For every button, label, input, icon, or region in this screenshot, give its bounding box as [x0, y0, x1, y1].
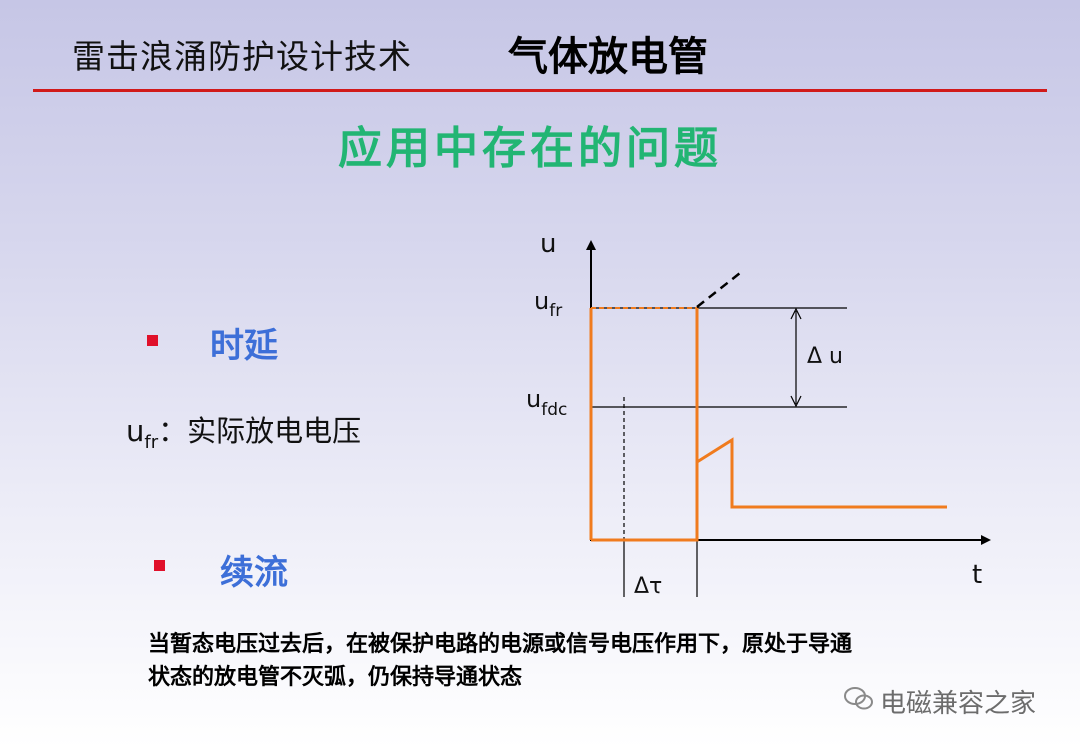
- slide-subtitle: 应用中存在的问题: [338, 123, 722, 174]
- header-right-title: 气体放电管: [508, 33, 708, 80]
- header-divider: [33, 89, 1047, 92]
- header-left-title: 雷击浪涌防护设计技术: [72, 37, 412, 76]
- discharge-waveform-diagram: u t ufr ufdc Δ u Δτ: [526, 229, 991, 599]
- ufr-dashed-extension: [696, 272, 741, 308]
- voltage-waveform: [589, 308, 947, 542]
- definition-text: ：实际放电电压: [158, 414, 362, 448]
- delta-tau-label: Δτ: [634, 574, 662, 599]
- ufdc-label-sub: fdc: [541, 400, 567, 420]
- bullet-marker: [154, 560, 165, 571]
- ufr-label-sub: fr: [549, 301, 562, 321]
- definition-subscript: fr: [144, 431, 159, 453]
- bullet-label-delay: 时延: [210, 326, 278, 366]
- delta-u-arrowhead-bottom: [790, 395, 802, 408]
- ufdc-label-main: u: [526, 385, 541, 413]
- ufr-definition: ufr：实际放电电压: [126, 408, 361, 453]
- x-axis-label: t: [972, 560, 982, 590]
- delta-u-arrowhead-top: [790, 307, 802, 320]
- y-axis-label: u: [540, 229, 556, 259]
- watermark-label: 电磁兼容之家: [880, 689, 1037, 719]
- watermark-text: 电磁兼容之家: [836, 683, 1036, 720]
- bullet-label-follow-current: 续流: [220, 553, 288, 593]
- ufr-label-main: u: [534, 287, 549, 315]
- follow-current-description: 当暂态电压过去后，在被保护电路的电源或信号电压作用下，原处于导通状态的放电管不灭…: [148, 631, 853, 690]
- definition-symbol: u: [126, 414, 145, 448]
- ufr-label: ufr: [534, 287, 562, 321]
- wechat-icon: [844, 687, 873, 710]
- delta-u-label: Δ u: [807, 344, 843, 369]
- bullet-marker: [147, 335, 158, 346]
- ufdc-label: ufdc: [526, 385, 567, 420]
